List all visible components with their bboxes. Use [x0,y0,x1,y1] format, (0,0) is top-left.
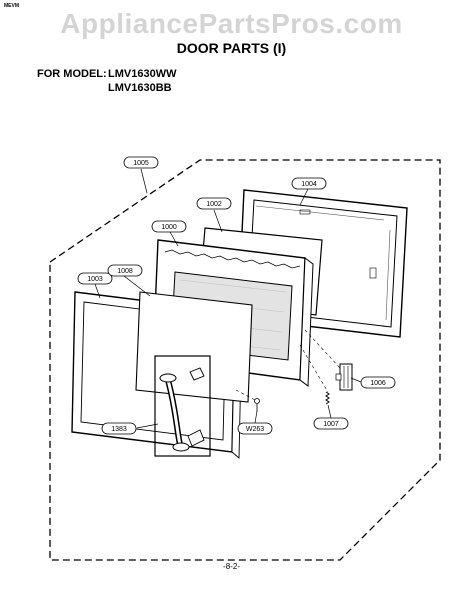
page-number: -8-2- [223,562,240,571]
model-number-2: LMV1630BB [108,82,172,94]
leader-lines [94,168,362,429]
svg-text:1005: 1005 [133,160,149,167]
svg-text:1383: 1383 [111,426,127,433]
alignment-lines [235,329,341,402]
callout-1004: 1004 [291,177,327,190]
part-1008-glass-panel [135,291,253,403]
part-w263-screw [254,398,260,412]
callout-1005: 1005 [123,156,159,169]
watermark: AppliancePartsPros.com [60,8,403,39]
model-label: FOR MODEL: [37,68,107,80]
callout-w263: W263 [237,422,273,435]
assembly-boundary [49,159,441,561]
callout-1006: 1006 [360,376,396,389]
callout-1008: 1008 [107,264,143,277]
callout-1007: 1007 [313,417,349,430]
callout-1383: 1383 [101,422,137,435]
svg-text:W263: W263 [246,426,264,433]
svg-text:1000: 1000 [161,224,177,231]
page-title: DOOR PARTS (I) [176,40,287,56]
svg-text:1008: 1008 [117,268,133,275]
svg-text:1003: 1003 [87,276,103,283]
callout-1002: 1002 [196,197,232,210]
callout-1003: 1003 [77,272,113,285]
svg-text:1004: 1004 [301,181,317,188]
svg-text:1007: 1007 [323,421,339,428]
part-1006-latch [335,363,353,391]
svg-text:1002: 1002 [206,201,222,208]
callout-1000: 1000 [151,220,187,233]
svg-text:1006: 1006 [370,380,386,387]
corner-mark: MEVM [4,3,19,9]
model-number-1: LMV1630WW [108,68,177,80]
part-1007-spring [325,391,330,405]
part-1383-handle [154,355,211,457]
